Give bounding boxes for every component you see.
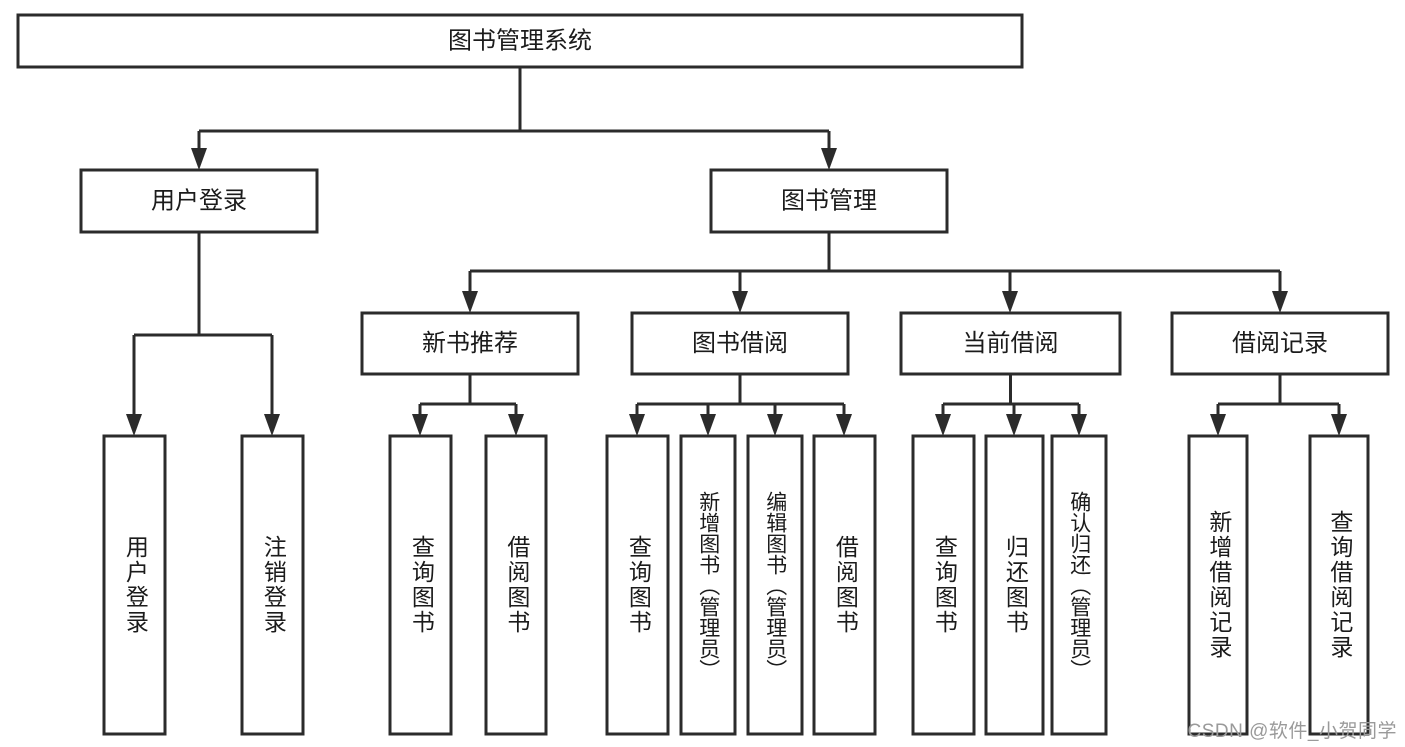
root-node-box[interactable] bbox=[16, 13, 1024, 69]
leaf-node-7-box[interactable] bbox=[812, 434, 877, 736]
books-to-level3-2-arrowhead bbox=[1002, 291, 1018, 313]
level3-node-2-box[interactable] bbox=[899, 311, 1122, 376]
level3-node-0-box[interactable] bbox=[360, 311, 580, 376]
watermark-text: CSDN @软件_小贺同学 bbox=[1187, 721, 1397, 742]
books-to-level3-3-arrowhead bbox=[1272, 291, 1288, 313]
leafgroup-2-to-leaf-2-arrowhead bbox=[1071, 414, 1087, 436]
leaf-node-6-box[interactable] bbox=[746, 434, 804, 736]
level2-node-1-label: 图书管理 bbox=[781, 187, 877, 214]
leafgroup-1-to-leaf-3-arrowhead bbox=[836, 414, 852, 436]
level2-node-1-box[interactable] bbox=[709, 168, 949, 234]
leafgroup-0-to-leaf-1-arrowhead bbox=[508, 414, 524, 436]
leaf-node-8-box[interactable] bbox=[911, 434, 976, 736]
connector-layer bbox=[126, 67, 1347, 436]
level3-node-1-label: 图书借阅 bbox=[692, 330, 788, 357]
leafgroup-1-to-leaf-1-arrowhead bbox=[700, 414, 716, 436]
leaf-node-5-box[interactable] bbox=[679, 434, 737, 736]
leafgroup-3-to-leaf-1-arrowhead bbox=[1331, 414, 1347, 436]
leafgroup-0-to-leaf-0-arrowhead bbox=[412, 414, 428, 436]
leafgroup-1-to-leaf-2-arrowhead bbox=[767, 414, 783, 436]
login-to-leaf-0-arrowhead bbox=[126, 414, 142, 436]
leaf-node-2-box[interactable] bbox=[388, 434, 453, 736]
leaf-node-4-box[interactable] bbox=[605, 434, 670, 736]
leaf-node-0-box[interactable] bbox=[102, 434, 167, 736]
books-to-level3-0-arrowhead bbox=[462, 291, 478, 313]
root-node-label: 图书管理系统 bbox=[448, 27, 592, 54]
leafgroup-3-to-leaf-0-arrowhead bbox=[1210, 414, 1226, 436]
level3-node-1-box[interactable] bbox=[630, 311, 850, 376]
leaf-node-3-box[interactable] bbox=[484, 434, 548, 736]
level2-node-0-label: 用户登录 bbox=[151, 187, 247, 214]
leaf-node-12-box[interactable] bbox=[1308, 434, 1370, 736]
leaf-node-1-box[interactable] bbox=[240, 434, 305, 736]
root-to-level2-0-arrowhead bbox=[191, 148, 207, 170]
login-to-leaf-1-arrowhead bbox=[264, 414, 280, 436]
leaf-node-9-box[interactable] bbox=[984, 434, 1045, 736]
level3-node-2-label: 当前借阅 bbox=[963, 330, 1059, 357]
books-to-level3-1-arrowhead bbox=[732, 291, 748, 313]
leaf-node-11-box[interactable] bbox=[1187, 434, 1249, 736]
root-to-level2-1-arrowhead bbox=[821, 148, 837, 170]
leafgroup-1-to-leaf-0-arrowhead bbox=[629, 414, 645, 436]
leafgroup-2-to-leaf-0-arrowhead bbox=[935, 414, 951, 436]
leaf-node-10-box[interactable] bbox=[1050, 434, 1108, 736]
level3-node-3-label: 借阅记录 bbox=[1232, 330, 1328, 357]
level3-node-3-box[interactable] bbox=[1170, 311, 1390, 376]
level3-node-0-label: 新书推荐 bbox=[422, 330, 518, 357]
level2-node-0-box[interactable] bbox=[79, 168, 319, 234]
leafgroup-2-to-leaf-1-arrowhead bbox=[1006, 414, 1022, 436]
